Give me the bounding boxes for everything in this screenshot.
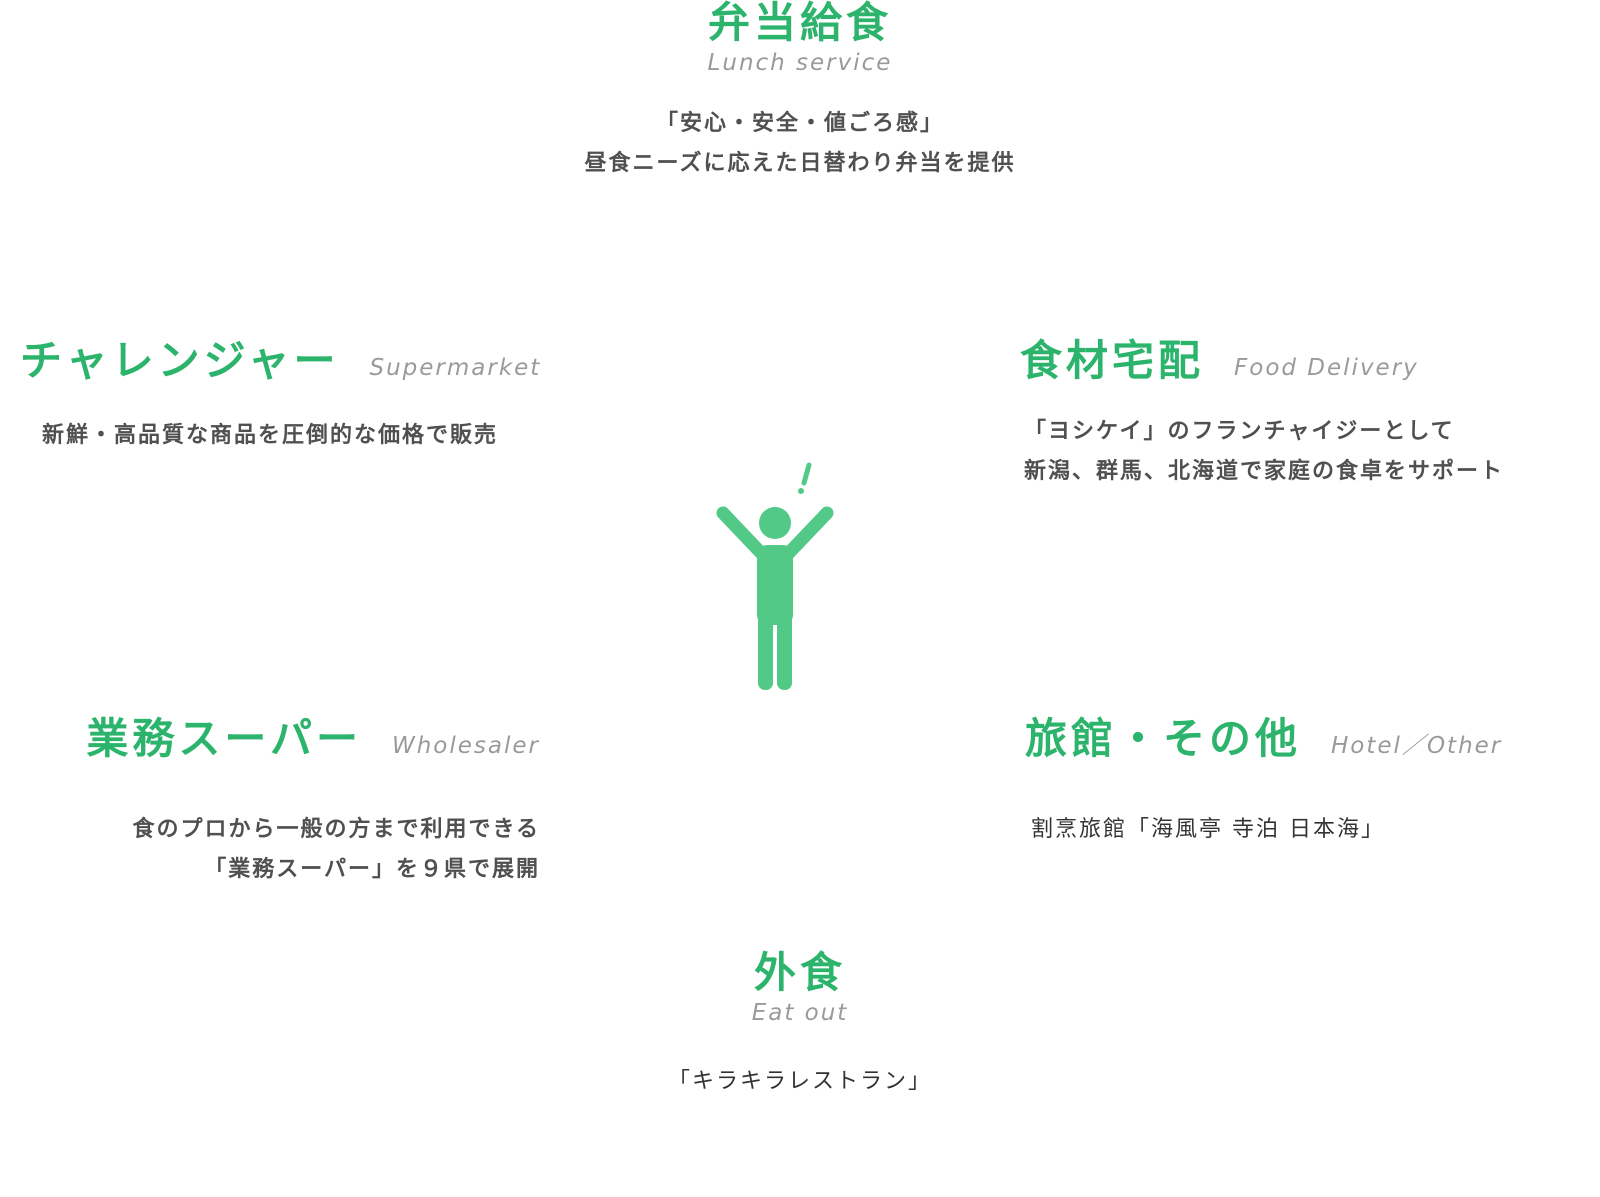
exclamation-mark-stroke [801,462,812,486]
figure-left-arm [716,506,770,562]
supermarket-title: チャレンジャー [20,336,340,385]
lunch-service-title: 弁当給食 [707,0,892,47]
hotel-other-description: 割烹旅館「海風亭 寺泊 日本海」 [1025,810,1585,850]
wholesaler-section: 業務スーパー Wholesaler 食のプロから一般の方まで利用できる 「業務ス… [60,714,540,890]
eat-out-line-1: 「キラキラレストラン」 [667,1069,932,1095]
figure-head [759,507,791,539]
food-delivery-line-1: 「ヨシケイ」のフランチャイジーとして [1024,419,1455,445]
figure-right-leg [777,605,792,690]
exclamation-mark-dot [798,488,804,494]
supermarket-section: チャレンジャー Supermarket 新鮮・高品質な商品を圧倒的な価格で販売 [20,336,542,456]
lunch-service-line-2: 昼食ニーズに応えた日替わり弁当を提供 [584,151,1016,177]
hotel-other-subtitle: Hotel／Other [1331,733,1503,759]
wholesaler-line-2: 「業務スーパー」を９県で展開 [204,857,540,883]
wholesaler-heading: 業務スーパー Wholesaler [60,714,540,763]
supermarket-subtitle: Supermarket [369,355,542,381]
figure-right-arm [780,506,834,562]
food-delivery-heading: 食材宅配 Food Delivery [1020,336,1595,385]
wholesaler-description: 食のプロから一般の方まで利用できる 「業務スーパー」を９県で展開 [60,810,540,890]
hotel-other-line-1: 割烹旅館「海風亭 寺泊 日本海」 [1031,817,1385,843]
eat-out-title: 外食 [753,948,846,997]
eat-out-subtitle: Eat out [751,1000,849,1027]
lunch-service-section: 弁当給食 Lunch service 「安心・安全・値ごろ感」 昼食ニーズに応え… [500,0,1100,184]
supermarket-description: 新鮮・高品質な商品を圧倒的な価格で販売 [20,416,540,456]
lunch-service-line-1: 「安心・安全・値ごろ感」 [655,111,944,137]
food-delivery-subtitle: Food Delivery [1234,355,1419,381]
food-delivery-line-2: 新潟、群馬、北海道で家庭の食卓をサポート [1024,459,1505,485]
eat-out-description: 「キラキラレストラン」 [500,1062,1100,1102]
food-delivery-title: 食材宅配 [1020,336,1205,385]
food-delivery-description: 「ヨシケイ」のフランチャイジーとして 新潟、群馬、北海道で家庭の食卓をサポート [1020,412,1595,492]
supermarket-heading: チャレンジャー Supermarket [20,336,542,385]
wholesaler-title: 業務スーパー [86,714,362,763]
food-delivery-section: 食材宅配 Food Delivery 「ヨシケイ」のフランチャイジーとして 新潟… [1020,336,1595,492]
hotel-other-section: 旅館・その他 Hotel／Other 割烹旅館「海風亭 寺泊 日本海」 [1025,714,1585,850]
hotel-other-heading: 旅館・その他 Hotel／Other [1025,714,1585,763]
wholesaler-subtitle: Wholesaler [391,733,540,759]
lunch-service-subtitle: Lunch service [707,50,893,77]
supermarket-line-1: 新鮮・高品質な商品を圧倒的な価格で販売 [42,423,499,449]
lunch-service-description: 「安心・安全・値ごろ感」 昼食ニーズに応えた日替わり弁当を提供 [500,104,1100,184]
eat-out-section: 外食 Eat out 「キラキラレストラン」 [500,948,1100,1102]
person-raising-arms-icon [716,462,834,690]
wholesaler-line-1: 食のプロから一般の方まで利用できる [132,817,540,843]
hotel-other-title: 旅館・その他 [1025,714,1302,763]
figure-left-leg [758,605,773,690]
